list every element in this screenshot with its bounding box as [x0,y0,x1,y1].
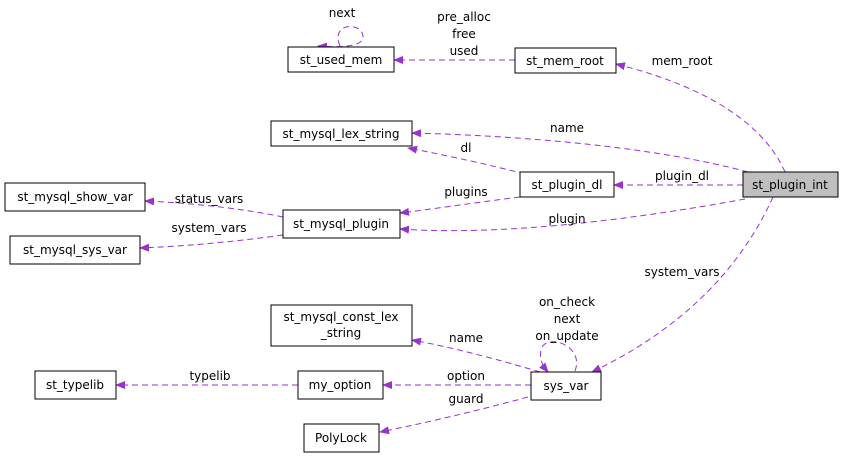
node-st-mysql-lex-string[interactable]: st_mysql_lex_string [270,120,413,147]
node-label-st-plugin-dl: st_plugin_dl [531,178,602,192]
node-label-st-typelib: st_typelib [46,378,104,392]
node-my-option[interactable]: my_option [297,370,384,400]
node-label-st-mysql-const-lex-line2: _string [320,326,361,340]
node-st-mem-root[interactable]: st_mem_root [514,47,617,74]
edge-label-on-check: on_check [539,295,595,309]
edge-label-option: option [447,369,485,383]
edge-label-plugin-system-vars: system_vars [171,221,246,235]
node-label-sys-var: sys_var [544,379,589,393]
node-label-st-mysql-show-var: st_mysql_show_var [17,190,132,204]
edge-label-plugin-dl: plugin_dl [655,169,709,183]
edge-label-guard: guard [449,392,484,406]
node-st-used-mem[interactable]: st_used_mem [287,46,395,73]
node-st-plugin-dl[interactable]: st_plugin_dl [519,171,615,198]
edge-plugin-dl-lex-string [407,145,526,175]
node-polylock[interactable]: PolyLock [303,423,380,453]
edge-sys-var-guard [379,396,529,435]
node-st-typelib[interactable]: st_typelib [34,370,117,400]
edge-label-plugins: plugins [444,185,487,199]
node-st-mysql-const-lex-string[interactable]: st_mysql_const_lex _string [270,304,413,347]
edge-label-pre-alloc: pre_alloc [437,10,491,24]
node-label-st-used-mem: st_used_mem [300,53,383,67]
edge-label-mem-root: mem_root [652,54,713,68]
node-label-my-option: my_option [309,378,372,392]
node-st-mysql-plugin[interactable]: st_mysql_plugin [282,209,401,239]
edge-plugin-sys-var [139,234,284,252]
node-label-st-mysql-sys-var: st_mysql_sys_var [23,243,127,257]
node-label-polylock: PolyLock [315,431,367,445]
edges [115,26,786,435]
edge-label-const-name: name [449,331,483,345]
node-label-st-mysql-const-lex-line1: st_mysql_const_lex [283,310,398,324]
edge-label-free: free [452,27,476,41]
edge-label-sys-next: next [554,312,581,326]
node-label-st-mem-root: st_mem_root [526,54,604,68]
edge-label-plugin: plugin [548,212,585,226]
edge-label-typelib: typelib [189,369,230,383]
node-st-mysql-sys-var[interactable]: st_mysql_sys_var [9,235,141,265]
node-st-mysql-show-var[interactable]: st_mysql_show_var [4,182,146,212]
edge-label-used: used [450,44,479,58]
node-label-st-mysql-plugin: st_mysql_plugin [293,217,389,231]
edge-plugin-dl-plugin [399,196,521,216]
node-label-st-mysql-lex-string: st_mysql_lex_string [282,127,399,141]
edge-label-int-system-vars: system_vars [644,265,719,279]
edge-plugin-int-sys-var [591,196,774,373]
edge-plugin-show-var [144,197,284,218]
edge-label-used-mem-next: next [329,6,356,20]
edge-label-on-update: on_update [535,329,598,343]
edge-labels: next pre_alloc free used mem_root name d… [171,6,719,406]
node-label-st-plugin-int: st_plugin_int [752,178,828,192]
edge-plugin-int-lex-string [411,129,749,173]
node-st-plugin-int[interactable]: st_plugin_int [742,171,839,198]
edge-label-dl: dl [461,141,472,155]
nodes: st_plugin_int st_mem_root st_used_mem st… [4,46,839,453]
edge-plugin-int-mem-root [615,62,786,173]
edge-label-status-vars: status_vars [175,192,244,206]
edge-label-lex-name: name [550,121,584,135]
edge-sys-var-const-lex [411,337,541,373]
edge-sys-var-self [539,341,578,373]
edge-used-mem-next [317,26,364,51]
node-sys-var[interactable]: sys_var [530,371,602,401]
